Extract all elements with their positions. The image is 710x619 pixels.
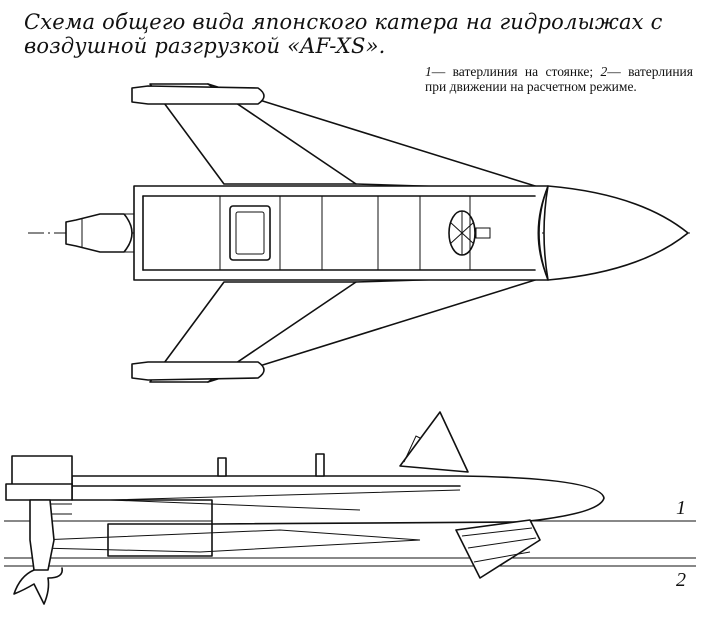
- lower-ski-pod: [131, 361, 265, 381]
- motor-base: [5, 483, 73, 501]
- hull-frames: [219, 196, 471, 270]
- bow-plan: [543, 185, 689, 281]
- steering-column: [475, 227, 491, 239]
- legend-text-1: — ватерлиния на стоянке;: [431, 64, 601, 79]
- rear-ski-strut: [107, 523, 213, 557]
- side-view: 1 2: [4, 411, 696, 605]
- windshield: [399, 411, 469, 473]
- legend: 1— ватерлиния на стоянке; 2— ватерлиния …: [425, 64, 693, 94]
- diagram-title: Схема общего вида японского катера на ги…: [24, 10, 663, 58]
- hull-plan-outline: [133, 185, 549, 281]
- plan-view: [28, 83, 690, 383]
- hull-side-outline: [71, 475, 605, 525]
- propeller: [13, 567, 64, 605]
- deck-fitting-1: [217, 457, 227, 477]
- front-ski-hatching: [461, 527, 537, 563]
- bow-joint: [537, 185, 549, 281]
- hull-chine-lines: [109, 489, 461, 511]
- legend-text-2: — ватерлиния при движении на расчетном р…: [425, 64, 693, 94]
- hatch: [229, 205, 271, 261]
- upper-strut: [207, 83, 549, 191]
- wheel-spokes: [449, 211, 475, 255]
- rear-hydroski: [39, 529, 421, 553]
- legend-num-2: 2: [600, 64, 608, 79]
- hatch-inner: [235, 211, 265, 255]
- motor-bracket: [50, 503, 72, 515]
- callout-2: 2: [676, 569, 686, 591]
- callout-1: 1: [676, 497, 686, 519]
- outboard-motor-plan: [65, 213, 133, 253]
- lower-strut: [207, 275, 549, 383]
- legend-num-1: 1: [425, 64, 432, 79]
- deck-fitting-2: [315, 453, 325, 477]
- motor-leg: [29, 499, 55, 571]
- windshield-frame: [403, 435, 421, 463]
- upper-ski-pod: [131, 85, 265, 105]
